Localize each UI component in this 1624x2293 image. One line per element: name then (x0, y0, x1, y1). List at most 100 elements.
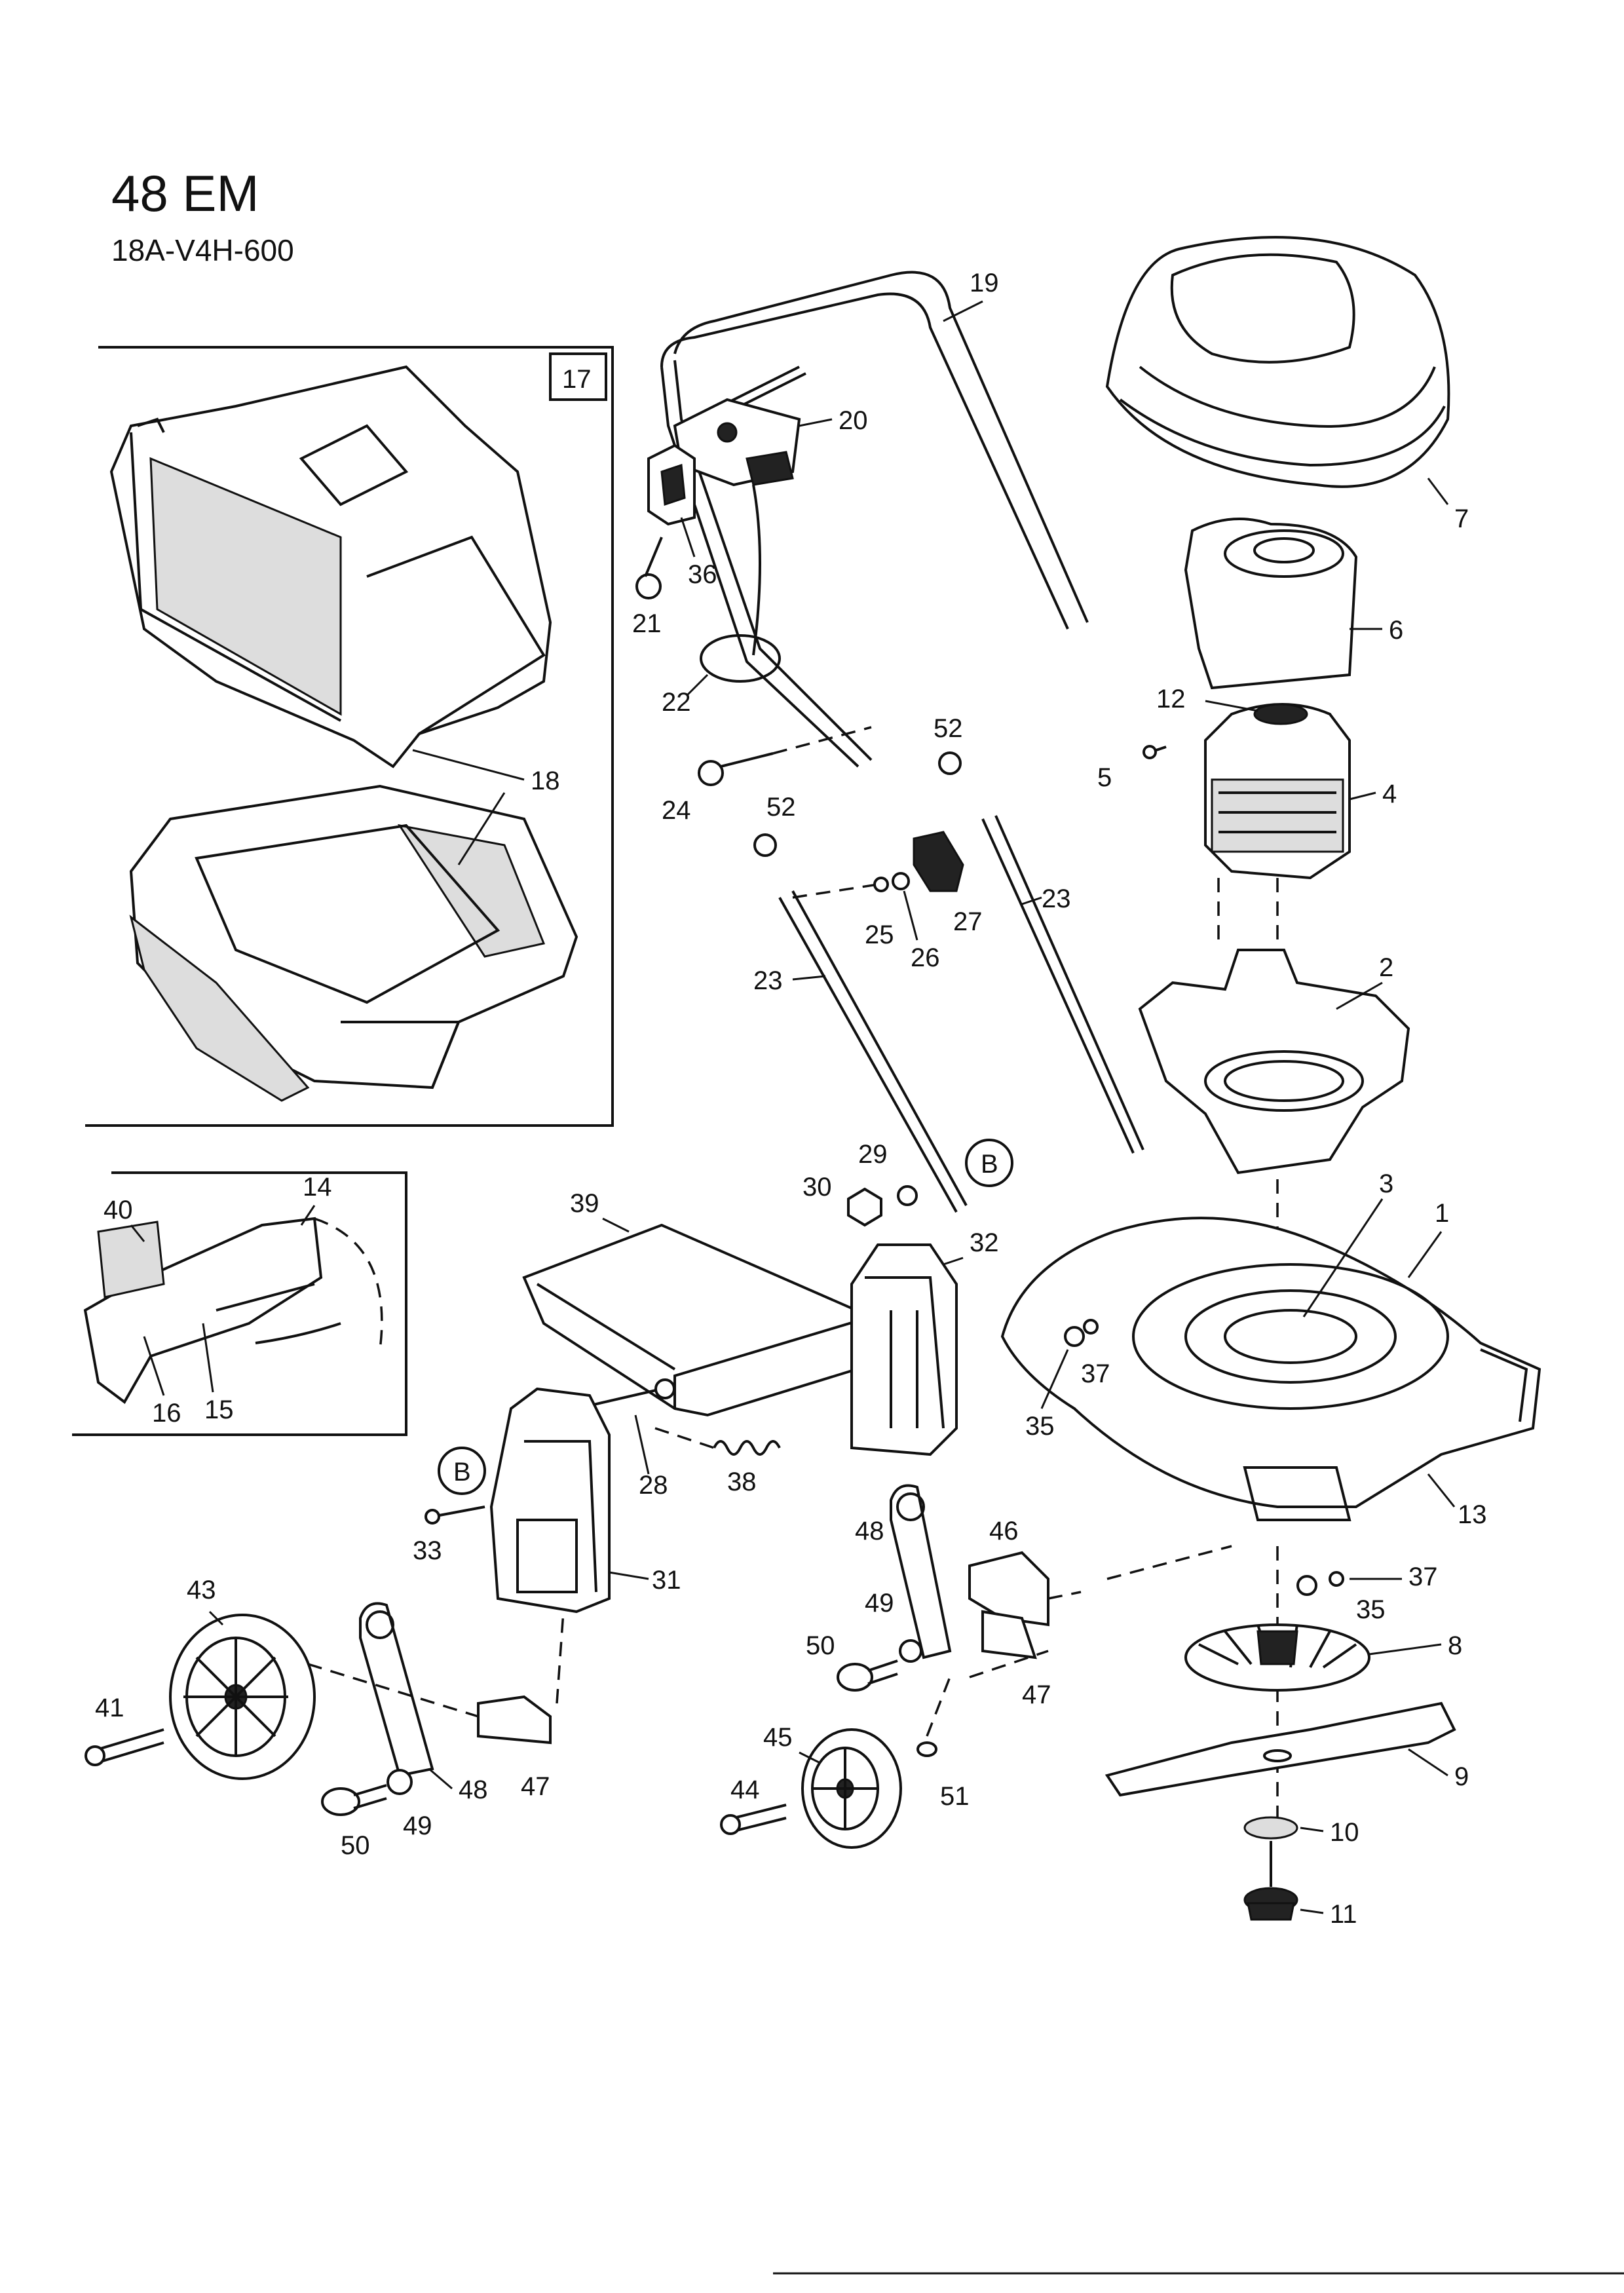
callout-14: 14 (303, 1173, 332, 1202)
nut-37-bottom (1329, 1571, 1344, 1587)
callout-51: 51 (940, 1782, 970, 1811)
mower-blade (1105, 1701, 1456, 1797)
lower-handle-bars (778, 815, 1144, 1213)
callout-32: 32 (970, 1228, 999, 1257)
cable-22 (700, 484, 781, 683)
callout-13: 13 (1458, 1500, 1487, 1529)
height-lever-left (359, 1602, 434, 1777)
callout-11: 11 (1330, 1900, 1357, 1929)
motor-housing (1184, 518, 1358, 690)
model-number: 18A-V4H-600 (111, 233, 294, 267)
callout-29: 29 (858, 1140, 888, 1169)
callout-12: 12 (1156, 685, 1186, 713)
blade-washer (1243, 1816, 1298, 1840)
callout-40: 40 (104, 1196, 133, 1224)
screw-33 (425, 1506, 485, 1525)
marker-b-bottom-label: B (453, 1458, 471, 1487)
callout-23-left: 23 (753, 966, 783, 995)
callout-19: 19 (970, 269, 999, 297)
bracket-47-left (477, 1695, 552, 1745)
screw-5 (1142, 745, 1167, 759)
knob-52-left (753, 833, 777, 857)
callout-49-left: 49 (403, 1811, 432, 1840)
deflector-inset (72, 1171, 407, 1436)
washer-25 (873, 877, 889, 892)
callout-35-bottom: 35 (1356, 1595, 1386, 1624)
nut-37-top (1083, 1319, 1099, 1335)
left-rear-wheel (169, 1614, 316, 1780)
bracket-46 (968, 1551, 1049, 1627)
callout-43: 43 (187, 1576, 216, 1604)
callout-23-right: 23 (1042, 884, 1071, 913)
height-lever-right (890, 1484, 952, 1659)
callout-52-right: 52 (934, 714, 963, 743)
shoulder-bolt-50-right (837, 1659, 898, 1692)
rear-bracket-left (489, 1387, 611, 1614)
callout-1: 1 (1435, 1199, 1449, 1228)
knob-52-right (938, 751, 962, 775)
star-washer-49-right (899, 1639, 922, 1663)
callout-47-right: 47 (1022, 1680, 1051, 1709)
shoulder-bolt-50-left (321, 1784, 387, 1816)
callout-30: 30 (803, 1173, 832, 1202)
nut-30 (847, 1187, 882, 1227)
callout-8: 8 (1448, 1631, 1462, 1660)
callout-3: 3 (1379, 1169, 1393, 1198)
motor-cover (1105, 236, 1450, 488)
callout-24: 24 (662, 796, 691, 825)
callout-21: 21 (632, 609, 662, 638)
callout-52-left: 52 (766, 793, 796, 822)
callout-45: 45 (763, 1723, 793, 1752)
callout-9: 9 (1454, 1762, 1469, 1791)
bolt-35-top (1064, 1326, 1085, 1347)
blade-bolt (1243, 1841, 1298, 1921)
blade-adapter (1184, 1623, 1370, 1692)
callout-7: 7 (1454, 504, 1469, 533)
callout-37-top: 37 (1081, 1359, 1110, 1388)
knob-27 (913, 831, 964, 892)
knob-bolt-21 (635, 537, 663, 599)
model-title: 48 EM (111, 164, 259, 222)
callout-44: 44 (730, 1775, 760, 1804)
rod-28 (576, 1378, 675, 1410)
callout-31: 31 (652, 1566, 681, 1595)
callout-22: 22 (662, 688, 691, 717)
catcher-top-cover (109, 365, 552, 768)
callout-27: 27 (953, 907, 983, 936)
nut-26 (892, 872, 910, 890)
right-front-wheel (801, 1728, 902, 1849)
motor-mount (1138, 949, 1410, 1175)
callout-47-left: 47 (521, 1772, 550, 1801)
callout-33: 33 (413, 1536, 442, 1565)
marker-b-top (965, 1139, 1013, 1187)
callout-17: 17 (562, 365, 592, 394)
grass-catcher-inset: 17 (85, 346, 614, 1127)
callout-28: 28 (639, 1471, 668, 1500)
cable-clamp (647, 444, 696, 526)
mower-deck (1000, 1217, 1541, 1521)
callout-39: 39 (570, 1189, 599, 1218)
rear-bracket-right (850, 1243, 958, 1456)
callout-48-left: 48 (459, 1775, 488, 1804)
axle-bolt-41 (85, 1728, 164, 1766)
callout-48-right: 48 (855, 1517, 884, 1545)
callout-38: 38 (727, 1468, 757, 1496)
washer-51 (916, 1741, 937, 1757)
rear-flap (522, 1223, 880, 1417)
callout-41: 41 (95, 1694, 124, 1722)
callout-15: 15 (204, 1395, 234, 1424)
callout-37-bottom: 37 (1408, 1563, 1438, 1591)
callout-35-top: 35 (1025, 1412, 1055, 1441)
star-washer-49-left (387, 1769, 413, 1795)
axle-bolt-44 (720, 1804, 787, 1835)
spring-38 (654, 1427, 781, 1456)
callout-10: 10 (1330, 1818, 1359, 1847)
callout-46: 46 (989, 1517, 1019, 1545)
upper-handle (660, 271, 1089, 768)
catcher-bottom-basket (129, 784, 578, 1102)
bolt-35-bottom (1296, 1575, 1317, 1596)
callout-6: 6 (1389, 616, 1403, 645)
callout-25: 25 (865, 920, 894, 949)
